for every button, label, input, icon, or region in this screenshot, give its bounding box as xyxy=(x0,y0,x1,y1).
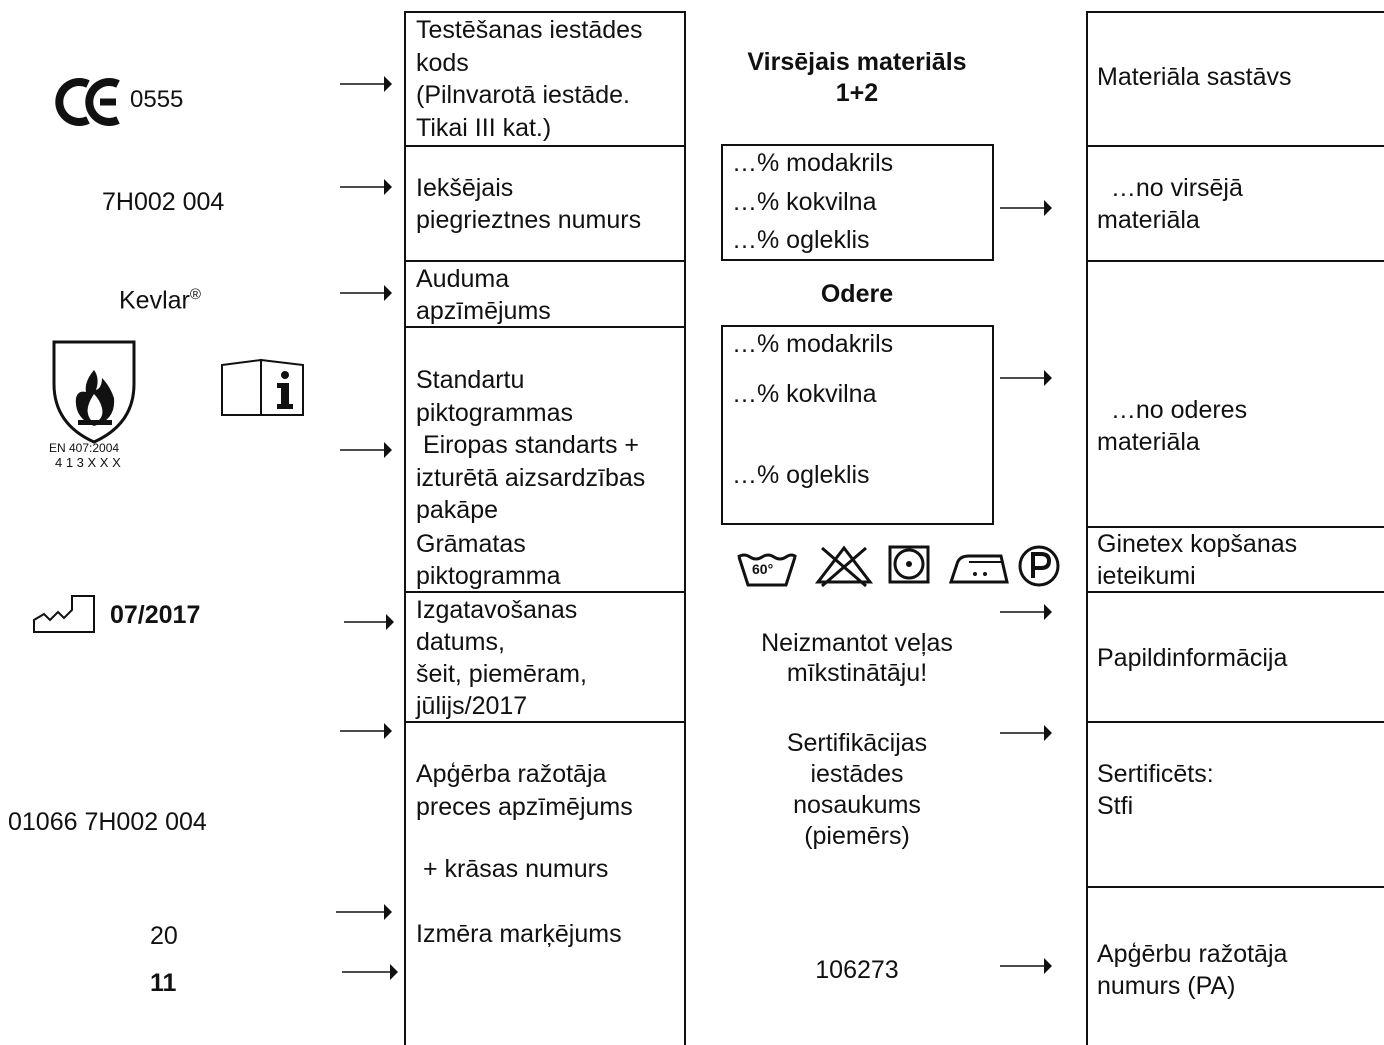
middle-cell-fabric: Auduma apzīmējums xyxy=(416,265,551,325)
right-cell-care: Ginetex kopšanas ieteikumi xyxy=(1097,530,1298,590)
upper-item-cotton: …% kokvilna xyxy=(732,188,877,216)
middle-cell-size: Izmēra marķējums xyxy=(416,920,622,948)
notified-body-number: 0555 xyxy=(130,86,184,113)
pa-number: 106273 xyxy=(815,956,899,984)
middle-cell-test-body: Testēšanas iestādes kods (Pilnvarotā ies… xyxy=(416,16,643,142)
right-column-left-border xyxy=(1086,11,1088,1045)
middle-cell-book: Grāmatas piktogramma xyxy=(416,530,561,590)
middle-cell-cut-number: Iekšējais piegrieztnes numurs xyxy=(416,174,642,234)
lining-material-box xyxy=(721,325,994,525)
right-divider xyxy=(1086,145,1384,147)
wash-temperature: 60° xyxy=(752,561,774,577)
lining-item-cotton: …% kokvilna xyxy=(732,380,877,408)
right-cell-composition: Materiāla sastāvs xyxy=(1097,63,1292,91)
registered-mark: ® xyxy=(189,286,201,303)
professional-dry-clean-icon xyxy=(1018,545,1060,587)
info-book-icon xyxy=(221,358,304,416)
right-divider xyxy=(1086,260,1384,262)
middle-cell-color: + krāsas numurs xyxy=(416,855,609,883)
middle-column-left-border xyxy=(404,11,406,1045)
middle-column-right-border xyxy=(684,11,686,1045)
lining-title: Odere xyxy=(820,280,894,308)
middle-divider xyxy=(404,11,686,13)
right-divider xyxy=(1086,591,1384,593)
middle-cell-date: Izgatavošanas datums, šeit, piemēram, jū… xyxy=(416,596,587,720)
right-divider xyxy=(1086,886,1384,888)
lining-item-modacrylic: …% modakrils xyxy=(732,330,894,358)
manufacture-date-icon xyxy=(33,595,95,633)
certification-body-note: Sertifikācijas iestādes nosaukums (piemē… xyxy=(786,729,928,850)
middle-divider xyxy=(404,260,686,262)
middle-divider xyxy=(404,591,686,593)
heat-flame-shield-icon xyxy=(52,340,136,444)
upper-item-carbon: …% ogleklis xyxy=(732,226,870,254)
upper-item-modacrylic: …% modakrils xyxy=(732,149,894,177)
right-cell-additional: Papildinformācija xyxy=(1097,644,1288,672)
size-number-b: 11 xyxy=(150,969,177,997)
wash-60-icon xyxy=(737,553,798,587)
iron-medium-icon xyxy=(948,554,1009,584)
manufacture-date: 07/2017 xyxy=(110,601,201,629)
arrow-head xyxy=(384,76,392,92)
cut-number: 7H002 004 xyxy=(102,188,225,216)
right-divider xyxy=(1086,11,1384,13)
right-cell-lining: …no oderes materiāla xyxy=(1097,396,1248,456)
middle-cell-article: Apģērba ražotāja preces apzīmējums xyxy=(416,760,633,821)
standard-name: EN 407:2004 xyxy=(49,441,120,455)
middle-divider xyxy=(404,145,686,147)
fabric-name: Kevlar® xyxy=(119,279,201,316)
middle-divider xyxy=(404,721,686,723)
ce-mark-icon xyxy=(55,78,120,126)
upper-material-box xyxy=(721,144,994,261)
right-divider xyxy=(1086,721,1384,723)
middle-cell-standards: Standartu piktogrammas Eiropas standarts… xyxy=(416,366,646,524)
upper-material-title: Virsējais materiāls 1+2 xyxy=(747,48,967,107)
right-divider xyxy=(1086,526,1384,528)
right-cell-upper: …no virsējā materiāla xyxy=(1097,174,1243,234)
fabric-name-text: Kevlar xyxy=(119,286,190,315)
article-number: 01066 7H002 004 xyxy=(8,808,207,836)
right-cell-certified: Sertificēts: Stfi xyxy=(1097,760,1214,820)
tumble-dry-low-icon xyxy=(888,545,930,584)
middle-divider xyxy=(404,326,686,328)
protection-levels: 4 1 3 X X X xyxy=(55,455,121,470)
no-bleach-icon xyxy=(814,545,874,588)
right-cell-pa: Apģērbu ražotāja numurs (PA) xyxy=(1097,940,1288,1000)
size-number-a: 20 xyxy=(150,922,178,950)
lining-item-carbon: …% ogleklis xyxy=(732,461,870,489)
softener-note: Neizmantot veļas mīkstinātāju! xyxy=(761,629,953,687)
